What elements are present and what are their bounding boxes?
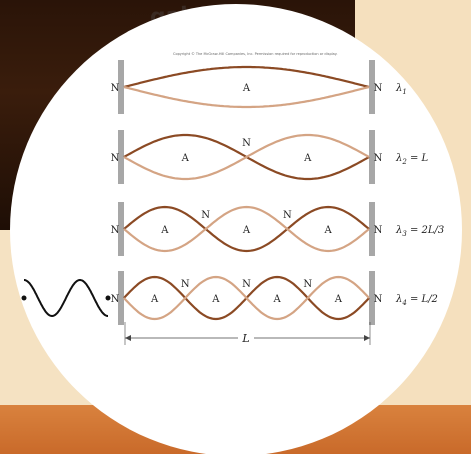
node-label: N [303, 279, 312, 290]
left-wall [118, 130, 124, 184]
driving-wave [21, 279, 111, 317]
node-label: N [283, 210, 292, 221]
length-arrow-left-head [125, 335, 131, 341]
length-label: L [241, 332, 249, 345]
length-label-bg [238, 331, 254, 344]
wavelength-label: λ3 = 2L/3 [395, 225, 444, 238]
wave-curve-upper [123, 205, 370, 253]
node-label: N [374, 225, 383, 236]
driving-wave-end-dot [105, 295, 111, 301]
right-wall [369, 271, 375, 325]
wavelength-label: λ4 = L/2 [395, 294, 438, 307]
antinode-label: A [160, 225, 169, 236]
antinode-label: A [303, 153, 312, 164]
antinode-label: A [334, 294, 343, 305]
left-wall [118, 271, 124, 325]
antinode-label: A [150, 294, 159, 305]
right-wall [369, 202, 375, 256]
antinode-label: A [273, 294, 282, 305]
node-label: N [242, 279, 251, 290]
wavelength-label: λ1 [395, 83, 407, 96]
antinode-label: A [242, 83, 251, 94]
node-label: N [201, 210, 210, 221]
wave-curve-upper [123, 65, 370, 89]
wave-curve-lower [123, 133, 370, 181]
node-label: N [111, 225, 120, 236]
driving-wave-curve [24, 279, 108, 317]
node-label: N [242, 138, 251, 149]
node-label: N [111, 83, 120, 94]
length-arrow-right-head [364, 335, 370, 341]
antinode-label: A [181, 153, 190, 164]
node-label: N [374, 294, 383, 305]
right-wall [369, 130, 375, 184]
node-label: N [111, 294, 120, 305]
wave-curve-lower [123, 275, 370, 321]
copyright-notice: Copyright © The McGraw-Hill Companies, I… [173, 52, 338, 56]
left-wall [118, 60, 124, 114]
wave-curve-lower [123, 85, 370, 109]
wave-curve-lower [123, 205, 370, 253]
white-circle-backdrop [10, 4, 462, 454]
node-label: N [374, 83, 383, 94]
antinode-label: A [242, 225, 251, 236]
antinode-label: A [324, 225, 333, 236]
length-dimension: L [124, 322, 371, 345]
node-label: N [181, 279, 190, 290]
right-wall [369, 60, 375, 114]
driving-wave-start-dot [21, 295, 27, 301]
left-wall [118, 202, 124, 256]
node-label: N [374, 153, 383, 164]
wavelength-label: λ2 = L [395, 153, 429, 166]
node-label: N [111, 153, 120, 164]
antinode-label: A [211, 294, 220, 305]
